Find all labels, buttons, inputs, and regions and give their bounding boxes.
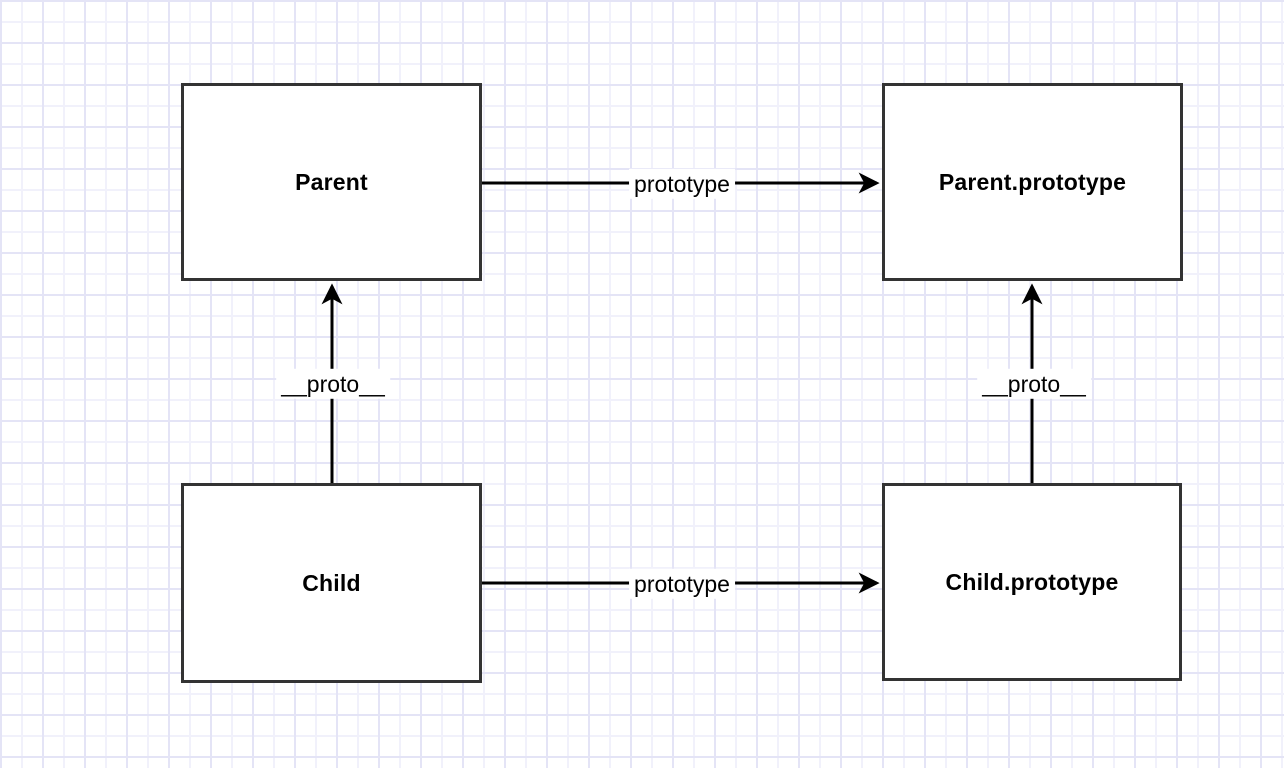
node-child[interactable]: Child: [181, 483, 482, 683]
edge-label-proto-left[interactable]: __proto__: [276, 368, 390, 400]
node-parent-prototype[interactable]: Parent.prototype: [882, 83, 1183, 281]
node-child-prototype-label: Child.prototype: [945, 568, 1119, 595]
edge-label-prototype-bottom[interactable]: prototype: [629, 568, 735, 600]
node-parent-label: Parent: [295, 168, 368, 195]
node-parent-prototype-label: Parent.prototype: [938, 168, 1127, 195]
node-parent[interactable]: Parent: [181, 83, 482, 281]
edge-label-proto-right[interactable]: __proto__: [977, 368, 1091, 400]
node-child-label: Child: [302, 569, 361, 596]
edge-label-prototype-top[interactable]: prototype: [629, 168, 735, 200]
node-child-prototype[interactable]: Child.prototype: [882, 483, 1182, 681]
